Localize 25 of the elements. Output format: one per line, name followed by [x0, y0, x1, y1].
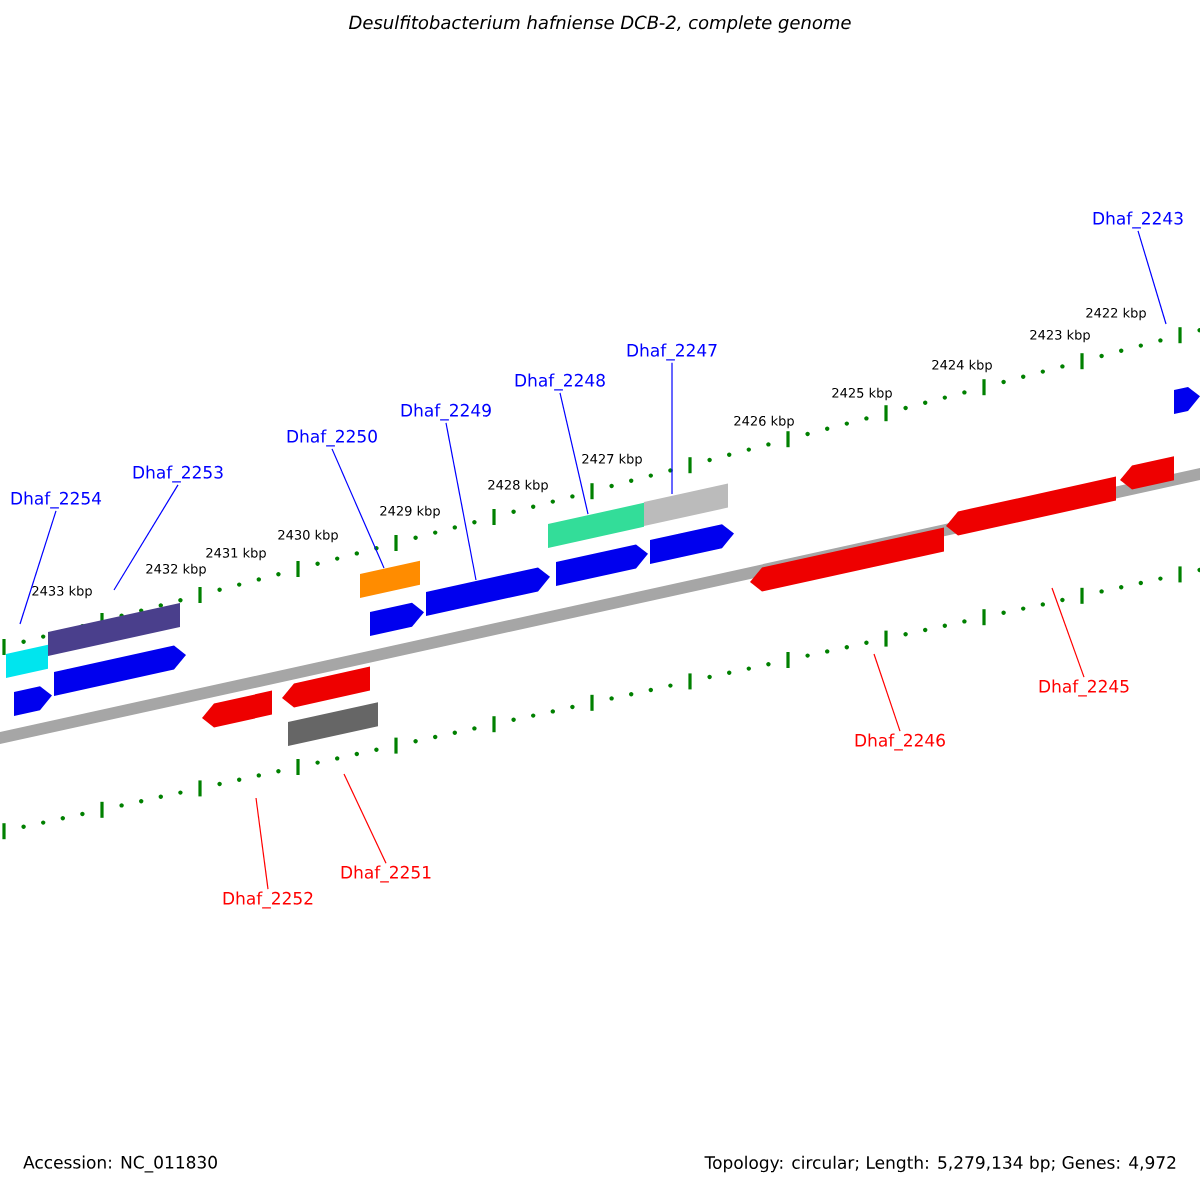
leader-line	[671, 362, 673, 495]
leader-line	[331, 448, 385, 569]
gene-label: Dhaf_2246	[855, 733, 945, 751]
gene-label: Dhaf_2245	[1039, 679, 1129, 697]
gene-label: Dhaf_2250	[287, 429, 377, 447]
leader-line	[873, 653, 901, 732]
leader-line	[1051, 587, 1085, 678]
gene-label: Dhaf_2252	[223, 891, 313, 909]
gene-label: Dhaf_2254	[11, 491, 102, 509]
gene-label: Dhaf_2247	[627, 343, 717, 361]
genome-info-text: Topology: circular; Length: 5,279,134 bp; Genes: 4,972	[704, 1155, 1176, 1173]
gene-label: Dhaf_2243	[1093, 211, 1183, 229]
leader-line	[1137, 230, 1167, 325]
gene-label: Dhaf_2253	[133, 465, 223, 483]
leader-line	[255, 797, 269, 890]
leader-line	[19, 510, 57, 625]
accession-text: Accession: NC_011830	[23, 1155, 217, 1173]
leader-line	[113, 484, 179, 591]
gene-label: Dhaf_2249	[401, 403, 491, 421]
leader-line	[445, 422, 477, 581]
leader-line	[559, 392, 589, 515]
gene-label: Dhaf_2248	[515, 373, 605, 391]
gene-label: Dhaf_2251	[341, 865, 431, 883]
title: Desulfitobacterium hafniense DCB-2, complete genome	[349, 15, 851, 33]
leader-line	[343, 773, 387, 864]
